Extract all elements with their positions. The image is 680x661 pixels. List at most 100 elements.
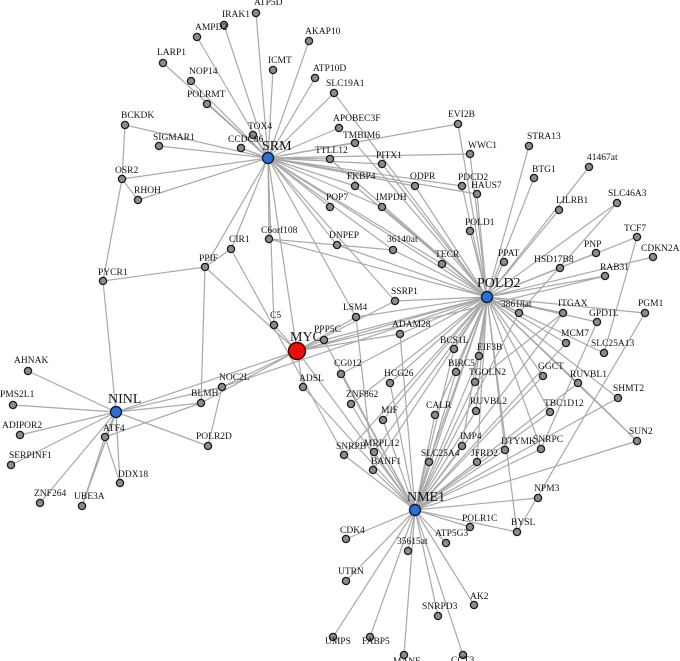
node-calr[interactable]: CALR [426,401,452,420]
node-circle-lsm4[interactable] [351,312,361,322]
node-circle-odpr[interactable] [410,181,420,191]
node-circle-utrn[interactable] [341,576,351,586]
node-tmbim6[interactable]: TMBIM6 [343,131,380,148]
node-circle-c6orf108[interactable] [264,234,274,244]
node-snrpd3[interactable]: SNRPD3 [422,602,458,621]
node-circle-osr2[interactable] [117,174,127,184]
node-circle-adipor2[interactable] [15,430,25,440]
node-serpinf1[interactable]: SERPINF1 [6,451,52,470]
node-larp1[interactable]: LARP1 [157,48,186,68]
node-tcf7[interactable]: TCF7 [624,224,646,242]
node-cct3[interactable]: CCT3 [451,650,474,661]
node-pycr1[interactable]: PYCR1 [98,268,128,286]
node-circle-hcg26[interactable] [385,378,395,388]
node-circle-mif[interactable] [378,415,388,425]
node-circle-imp4[interactable] [457,441,467,451]
node-rhoh[interactable]: RHOH [133,186,161,205]
node-lilrb1[interactable]: LILRB1 [554,196,588,215]
node-circle-sigmar1[interactable] [154,141,164,151]
node-tbc1d12[interactable]: TBC1D12 [544,399,584,417]
node-slc46a3[interactable]: SLC46A3 [608,189,647,208]
node-manf[interactable]: MANF [393,650,420,661]
node-pold1[interactable]: POLD1 [465,218,495,236]
node-circle-mrpl12[interactable] [369,447,379,457]
node-circle-larp1[interactable] [158,58,168,68]
node-circle-ccdc86[interactable] [236,143,246,153]
node-slc25a4[interactable]: SLC25A4 [421,449,460,467]
node-circle-rhoh[interactable] [133,195,143,205]
node-circle-cdkn2a[interactable] [648,252,658,262]
node-pdcd2[interactable]: PDCD2 [457,173,488,191]
node-akap10[interactable]: AKAP10 [304,27,341,46]
node-circle-hsd17b8[interactable] [555,263,565,273]
node-odpr[interactable]: ODPR [410,172,436,191]
node-pold2[interactable]: POLD2 [477,276,521,304]
node-circle-itgax[interactable] [558,308,568,318]
node-gpd1l[interactable]: GPD1L [589,309,619,327]
node-circle-birc5[interactable] [451,367,461,377]
node-circle-mcm7[interactable] [561,338,571,348]
node-utrn[interactable]: UTRN [338,567,364,586]
node-cdk4[interactable]: CDK4 [340,526,365,544]
node-circle-41467at[interactable] [584,162,594,172]
node-pms2l1[interactable]: PMS2L1 [0,390,35,410]
node-circle-pycr1[interactable] [98,276,108,286]
node-ruvbl1[interactable]: RUVBL1 [570,370,607,388]
node-btg1[interactable]: BTG1 [529,165,556,183]
node-ppp5c[interactable]: PPP5C [314,325,341,345]
node-irak1[interactable]: IRAK1 [219,10,250,30]
node-atf4[interactable]: ATF4 [100,424,125,442]
node-banf1[interactable]: BANF1 [368,457,401,475]
node-ruvbl2[interactable]: RUVBL2 [470,397,507,416]
node-mrpl12[interactable]: MRPL12 [364,439,400,457]
node-evi2b[interactable]: EVI2B [448,110,475,129]
node-circle-slc25a4[interactable] [424,457,434,467]
node-ppat[interactable]: PPAT [498,249,520,267]
node-circle-cir1[interactable] [226,244,236,254]
node-tgoln2[interactable]: TGOLN2 [469,368,506,387]
node-circle-snrpb[interactable] [339,450,349,460]
node-circle-tcf7[interactable] [632,232,642,242]
node-circle-snrpc[interactable] [536,444,546,454]
node-atp5d[interactable]: ATP5D [251,0,283,18]
node-circle-haus7[interactable] [472,189,482,199]
node-circle-jfrd2[interactable] [472,457,482,467]
node-circle-znf862[interactable] [346,399,356,409]
node-ccdc86[interactable]: CCDC86 [228,135,264,153]
node-circle-calr[interactable] [430,410,440,420]
node-circle-lilrb1[interactable] [554,205,564,215]
node-circle-serpinf1[interactable] [6,460,16,470]
node-sun2[interactable]: SUN2 [629,427,653,446]
node-circle-cg012[interactable] [336,369,346,379]
node-circle-ninl[interactable] [109,405,123,419]
node-eif3b[interactable]: EIF3B [474,343,502,361]
node-41467at[interactable]: 41467at [584,153,618,172]
node-ube3a[interactable]: UBE3A [74,492,105,511]
node-nme1[interactable]: NME1 [407,490,445,517]
node-circle-slc19a1[interactable] [329,88,339,98]
node-lsm4[interactable]: LSM4 [343,303,368,322]
node-circle-bckdk[interactable] [120,120,130,130]
node-circle-adam28[interactable] [395,329,405,339]
node-38618at[interactable]: 38618at [501,300,532,318]
node-mif[interactable]: MIF [378,406,398,425]
node-sigmar1[interactable]: SIGMAR1 [153,133,195,151]
node-circle-cdk4[interactable] [341,534,351,544]
node-circle-sun2[interactable] [632,436,642,446]
node-osr2[interactable]: OSR2 [115,166,138,184]
node-circle-ruvbl1[interactable] [573,378,583,388]
node-circle-irak1[interactable] [219,20,229,30]
node-blmh[interactable]: BLMH [191,389,219,408]
node-pnp[interactable]: PNP [584,240,601,258]
node-circle-ak2[interactable] [469,600,479,610]
node-polrmt[interactable]: POLRMT [187,90,226,109]
node-circle-npm3[interactable] [533,493,543,503]
node-ninl[interactable]: NINL [108,392,141,419]
node-circle-36140at[interactable] [388,245,398,255]
node-circle-umps[interactable] [328,632,338,642]
node-nop14[interactable]: NOP14 [186,67,218,86]
node-circle-nop14[interactable] [186,76,196,86]
node-bckdk[interactable]: BCKDK [120,111,154,130]
node-circle-wwc1[interactable] [465,149,475,159]
node-circle-pdcd2[interactable] [457,181,467,191]
